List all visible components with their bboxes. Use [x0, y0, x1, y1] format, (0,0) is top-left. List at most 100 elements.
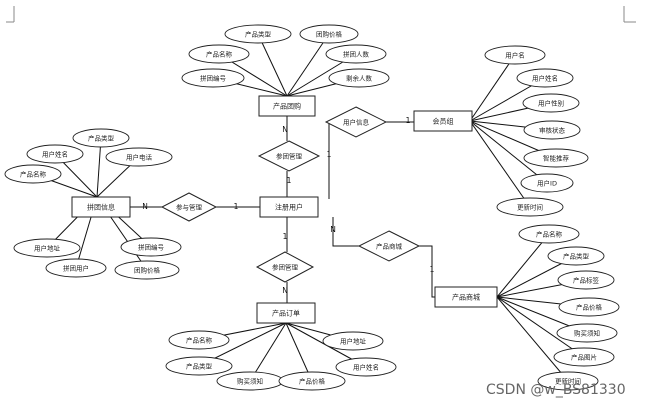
attribute-label-e1: 产品名称 — [186, 335, 213, 344]
relationship-diamond-r_mall — [357, 230, 421, 262]
attribute-ellipse-d7 — [537, 371, 599, 391]
attribute-ellipse-b2 — [26, 144, 84, 164]
attribute-ellipse-a6 — [328, 68, 390, 88]
attribute-label-a5: 拼团编号 — [200, 73, 227, 82]
attribute-label-c3: 用户性别 — [538, 98, 564, 107]
cardinality-k3: N — [282, 125, 288, 134]
page-corner-marks — [6, 6, 636, 23]
relationship-label-r_userinfo: 用户信息 — [343, 117, 370, 126]
entity-label-order: 产品订单 — [272, 308, 300, 317]
attribute-ellipse-d1 — [518, 224, 580, 244]
cardinality-k1: N — [142, 202, 148, 211]
cardinality-k6: 1 — [406, 116, 411, 125]
attr-line-e6 — [285, 322, 313, 382]
attr-line-b1 — [96, 137, 102, 198]
entity-box-group_product — [258, 95, 316, 117]
attribute-label-b2: 用户姓名 — [42, 149, 68, 158]
attribute-ellipse-b7 — [45, 258, 107, 278]
attribute-ellipse-c6 — [520, 173, 574, 193]
attribute-label-a1: 产品类型 — [245, 29, 272, 38]
entity-label-member: 会员组 — [433, 116, 454, 125]
attr-line-a2 — [286, 33, 330, 97]
attribute-label-d2: 产品类型 — [563, 251, 590, 260]
attribute-label-c4: 审核状态 — [539, 125, 566, 134]
attribute-label-d6: 产品图片 — [571, 352, 597, 361]
attr-line-c7 — [469, 120, 531, 208]
attribute-label-b1: 产品类型 — [88, 133, 115, 142]
attr-line-c1 — [469, 54, 516, 122]
attribute-ellipse-c4 — [523, 120, 581, 140]
attribute-ellipse-c1 — [484, 45, 546, 65]
attribute-ellipse-d6 — [553, 347, 615, 367]
attribute-label-c2: 用户姓名 — [532, 73, 558, 82]
attribute-ellipse-d3 — [557, 270, 615, 290]
attribute-label-d1: 产品名称 — [536, 229, 563, 238]
entity-label-mall: 产品商城 — [452, 292, 480, 301]
watermark: CSDN @w_BS81330 — [486, 382, 626, 398]
attribute-ellipse-c3 — [522, 93, 580, 113]
entity-box-mall — [434, 286, 498, 308]
line-user-to-userinfo — [326, 121, 330, 199]
cardinality-k2: 1 — [234, 202, 239, 211]
attribute-label-a6: 剩余人数 — [346, 73, 373, 82]
cardinality-k5: 1 — [327, 150, 332, 159]
attribute-ellipse-a1 — [224, 24, 292, 44]
cardinality-k7: 1 — [283, 232, 288, 241]
attribute-label-a2: 团购价格 — [316, 29, 343, 38]
relationship-label-r_buy: 参团管理 — [272, 262, 299, 271]
attribute-label-e6: 产品价格 — [299, 376, 326, 385]
attribute-ellipse-e2 — [322, 331, 384, 351]
attribute-label-c1: 用户名 — [505, 50, 525, 59]
attribute-label-b6: 拼团编号 — [138, 242, 165, 251]
cardinality-k10: 1 — [430, 265, 435, 274]
attribute-label-b8: 团购价格 — [134, 265, 161, 274]
attribute-ellipse-b8 — [114, 260, 180, 280]
relationship-diamond-r_buy — [255, 251, 315, 283]
attribute-label-d4: 产品价格 — [576, 302, 603, 311]
relationship-label-r_group: 参团管理 — [276, 151, 303, 160]
attribute-label-e3: 产品类型 — [186, 361, 213, 370]
attribute-ellipse-e3 — [165, 356, 233, 376]
attribute-label-e5: 购买须知 — [237, 376, 263, 385]
attribute-ellipse-c2 — [516, 68, 574, 88]
attribute-ellipse-a5 — [181, 68, 245, 88]
attribute-label-a4: 拼团人数 — [343, 49, 370, 58]
attribute-ellipse-d4 — [558, 297, 620, 317]
relationship-label-r_mall: 产品商城 — [376, 241, 403, 250]
attr-line-d6 — [496, 296, 585, 358]
attribute-label-b5: 用户地址 — [34, 243, 61, 252]
attribute-label-e2: 用户地址 — [340, 336, 367, 345]
attribute-ellipse-c7 — [496, 197, 564, 217]
attribute-label-b7: 拼团用户 — [63, 263, 89, 272]
attribute-label-d5: 购买须知 — [574, 328, 600, 337]
attribute-ellipse-e1 — [168, 330, 230, 350]
attribute-label-b4: 产品名称 — [20, 169, 47, 178]
relationship-diamond-r_join — [160, 192, 218, 222]
attr-line-c6 — [469, 120, 548, 184]
entity-box-order — [256, 302, 316, 324]
entity-box-group_info — [71, 196, 131, 218]
cardinality-k9: N — [330, 225, 336, 234]
attribute-ellipse-b4 — [4, 164, 62, 184]
attribute-label-c5: 智能推荐 — [543, 153, 570, 162]
attribute-ellipse-b1 — [72, 128, 130, 148]
attribute-ellipse-e4 — [335, 357, 397, 377]
attribute-label-c7: 更新时间 — [517, 202, 543, 211]
line-user-to-rel-mall — [332, 217, 359, 247]
attribute-label-b3: 用户电话 — [126, 152, 153, 161]
attribute-ellipse-c5 — [523, 148, 589, 168]
attr-line-a1 — [257, 33, 288, 97]
attribute-ellipse-d5 — [556, 323, 618, 343]
attribute-ellipse-a4 — [325, 44, 387, 64]
attribute-label-d7: 更新时间 — [555, 376, 581, 385]
attribute-ellipse-b6 — [120, 237, 182, 257]
relationship-diamond-r_userinfo — [324, 106, 388, 138]
attr-line-e5 — [249, 322, 287, 382]
entity-label-group_info: 拼团信息 — [87, 202, 115, 211]
entity-box-member — [413, 110, 473, 132]
relationship-label-r_join: 参与管理 — [176, 202, 203, 211]
attribute-label-c6: 用户ID — [537, 178, 557, 187]
diagram-shapes: 产品团购注册用户拼团信息产品订单产品商城会员组参团管理参与管理用户信息参团管理产… — [4, 24, 620, 391]
attr-line-d7 — [496, 296, 569, 382]
